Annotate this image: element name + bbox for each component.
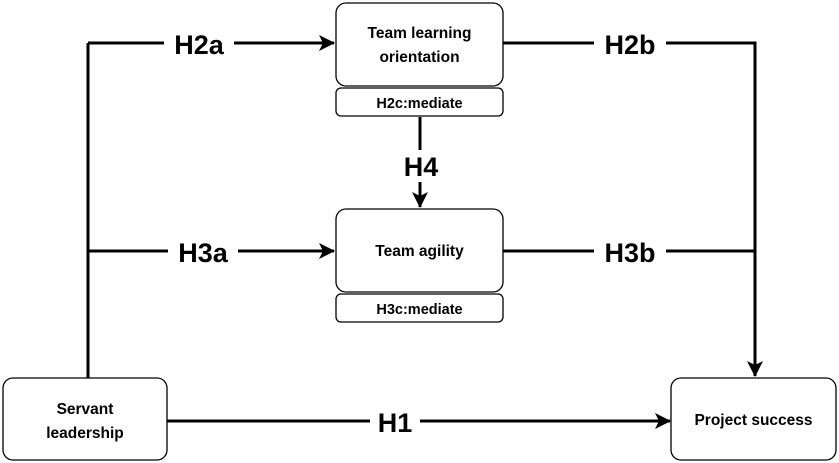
node-team-agility: Team agility — [335, 208, 504, 293]
tag-h2c-text: H2c:mediate — [376, 96, 462, 112]
node-servant-leadership: Servant leadership — [2, 377, 168, 461]
tag-h2c-mediate: H2c:mediate — [335, 87, 504, 117]
edge-label-h3a: H3a — [178, 238, 229, 268]
tag-h3c-text: H3c:mediate — [376, 302, 462, 318]
tag-h3c-mediate: H3c:mediate — [335, 293, 504, 323]
node-servant-line2: leadership — [46, 425, 124, 442]
node-team-agility-label: Team agility — [375, 243, 464, 260]
node-servant-line1: Servant — [57, 401, 114, 418]
edge-label-h3b: H3b — [604, 238, 655, 268]
node-team-learning-orientation: Team learning orientation — [335, 2, 504, 87]
node-team-learning-line2: orientation — [379, 49, 459, 66]
edge-label-h1: H1 — [378, 408, 413, 438]
node-team-learning-line1: Team learning — [368, 25, 472, 42]
node-project-success: Project success — [670, 377, 837, 461]
node-project-success-label: Project success — [694, 412, 812, 429]
edge-label-h4: H4 — [404, 152, 439, 182]
edge-label-h2b: H2b — [604, 30, 655, 60]
edge-h2b — [503, 41, 757, 251]
edge-label-h2a: H2a — [174, 30, 225, 60]
